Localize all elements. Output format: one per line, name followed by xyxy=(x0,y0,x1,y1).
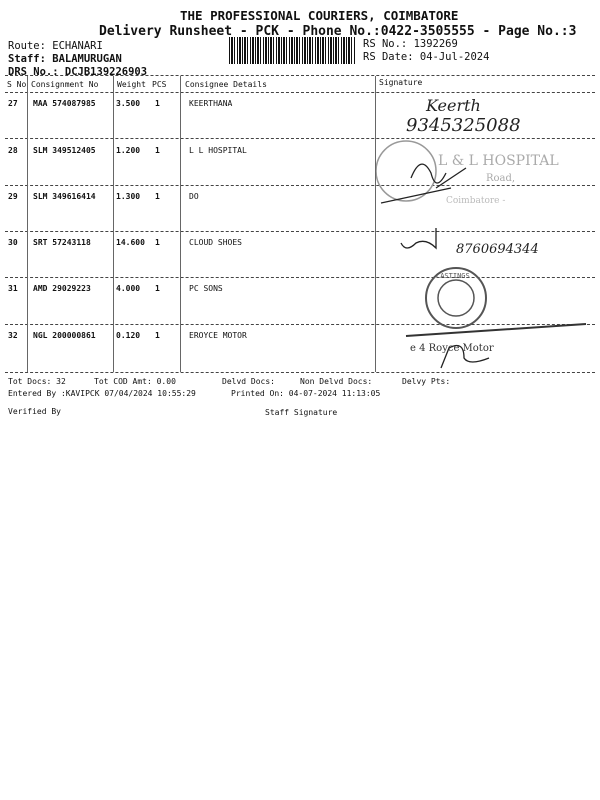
svg-text:Coimbatore -: Coimbatore - xyxy=(446,196,505,206)
cell-sno: 27 xyxy=(8,99,18,108)
route: Route: ECHANARI xyxy=(8,40,103,52)
cell-cons: SLM 349616414 xyxy=(33,192,96,201)
cell-sno: 31 xyxy=(8,284,18,293)
cell-pcs: 1 xyxy=(155,192,160,201)
staff-signature: Staff Signature xyxy=(265,408,338,417)
cell-sno: 29 xyxy=(8,192,18,201)
cell-consignee: PC SONS xyxy=(189,284,223,293)
hospital-stamp-seal xyxy=(376,140,437,202)
cell-consignee: EROYCE MOTOR xyxy=(189,331,247,340)
cell-pcs: 1 xyxy=(155,146,160,155)
cell-consignee: DO xyxy=(189,192,199,201)
svg-text:CASTINGS: CASTINGS xyxy=(436,272,470,280)
cell-cons: NGL 200000861 xyxy=(33,331,96,340)
cell-sno: 30 xyxy=(8,238,18,247)
total-cod: Tot COD Amt: 0.00 xyxy=(94,377,176,386)
handwritten-phone-30: 8760694344 xyxy=(456,242,539,257)
cell-sno: 32 xyxy=(8,331,18,340)
cell-cons: SRT 57243118 xyxy=(33,238,91,247)
col-signature: Signature xyxy=(379,78,423,87)
col-weight: Weight xyxy=(117,80,146,89)
royce-stamp: e 4 Royce Motor xyxy=(410,343,494,354)
col-consignee: Consignee Details xyxy=(185,80,267,89)
signature-royce xyxy=(440,344,490,369)
handwritten-phone-27: 9345325088 xyxy=(406,115,521,136)
non-delivered-docs: Non Delvd Docs: xyxy=(300,377,373,386)
cell-cons: SLM 349512405 xyxy=(33,146,96,155)
col-sno: S No xyxy=(7,80,27,89)
total-docs: Tot Docs: 32 xyxy=(8,377,66,386)
cell-weight: 0.120 xyxy=(116,331,141,340)
signatures-stamps: Keerth 9345325088 L & L HOSPITAL Road, C… xyxy=(376,96,587,369)
cell-pcs: 1 xyxy=(155,99,160,108)
drs-number: DRS No.: DCJB139226903 xyxy=(8,66,148,78)
cell-pcs: 1 xyxy=(155,238,160,247)
delivery-points: Delvy Pts: xyxy=(402,377,451,386)
verified-by: Verified By xyxy=(8,407,61,416)
cell-weight: 4.000 xyxy=(116,284,141,293)
printed-on: Printed On: 04-07-2024 11:13:05 xyxy=(231,389,381,398)
cell-weight: 3.500 xyxy=(116,99,141,108)
entered-by: Entered By :KAVIPCK 07/04/2024 10:55:29 xyxy=(8,389,196,398)
cell-cons: AMD 29029223 xyxy=(33,284,91,293)
cell-pcs: 1 xyxy=(155,331,160,340)
cell-weight: 1.200 xyxy=(116,146,141,155)
runsheet-subtitle: Delivery Runsheet - PCK - Phone No.:0422… xyxy=(99,24,577,39)
staff: Staff: BALAMURUGAN xyxy=(8,53,122,65)
barcode xyxy=(229,37,355,64)
col-consignment: Consignment No xyxy=(31,80,99,89)
cell-weight: 1.300 xyxy=(116,192,141,201)
cell-consignee: L L HOSPITAL xyxy=(189,146,247,155)
rs-date: RS Date: 04-Jul-2024 xyxy=(363,51,490,63)
signature-keerthana: Keerth xyxy=(425,96,481,115)
hospital-stamp-text: L & L HOSPITAL xyxy=(438,153,559,169)
casting-stamp xyxy=(425,267,487,329)
cell-cons: MAA 574087985 xyxy=(33,99,96,108)
cell-sno: 28 xyxy=(8,146,18,155)
delivered-docs: Delvd Docs: xyxy=(222,377,275,386)
cell-consignee: KEERTHANA xyxy=(189,99,233,108)
rs-number: RS No.: 1392269 xyxy=(363,38,458,50)
signature-cloud-shoes xyxy=(400,228,437,250)
col-pcs: PCS xyxy=(152,80,167,89)
signature-hospital xyxy=(380,163,467,204)
cell-consignee: CLOUD SHOES xyxy=(189,238,242,247)
cell-pcs: 1 xyxy=(155,284,160,293)
cell-weight: 14.600 xyxy=(116,238,145,247)
svg-text:Road,: Road, xyxy=(486,173,515,184)
company-title: THE PROFESSIONAL COURIERS, COIMBATORE xyxy=(180,8,459,23)
